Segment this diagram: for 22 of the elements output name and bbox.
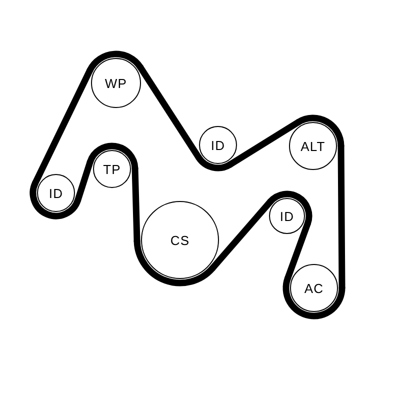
pulley-circle <box>199 126 237 164</box>
belt-segment <box>32 67 94 186</box>
pulley-circle <box>141 201 219 279</box>
belt-segment <box>137 64 202 161</box>
pulley-label: ID <box>280 208 294 224</box>
pulley-label: ALT <box>300 138 326 154</box>
belt-segment <box>284 220 311 282</box>
pulley-label: AC <box>304 280 324 296</box>
pulley-label: TP <box>103 162 121 176</box>
pulley-label: CS <box>170 232 190 248</box>
pulley-circle <box>93 150 131 188</box>
pulley-circle <box>269 198 305 234</box>
belt-segment <box>338 142 346 292</box>
pulley-label: ID <box>48 186 64 200</box>
pulley-label: WP <box>104 76 128 90</box>
belt-segment <box>209 198 274 272</box>
pulley-circle <box>91 58 141 108</box>
belt-segment <box>226 118 302 168</box>
belt-segment <box>74 158 94 204</box>
pulley-label: ID <box>210 138 226 152</box>
pulley-circle <box>289 122 337 170</box>
belt-segment <box>132 165 140 244</box>
